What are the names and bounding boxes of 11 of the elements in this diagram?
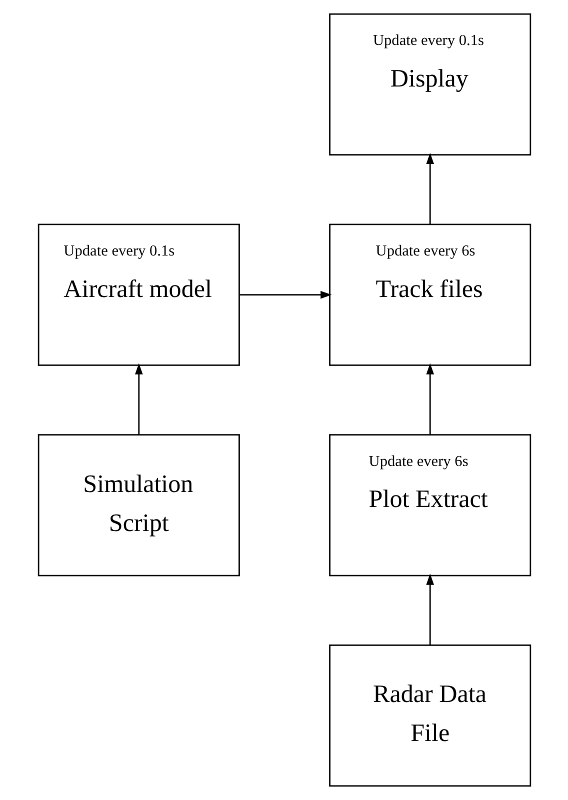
- arrow: [239, 290, 332, 299]
- arrow: [426, 363, 434, 435]
- node-box: Update every 6s Plot Extract: [328, 434, 531, 576]
- arrow: [426, 152, 434, 224]
- arrow: [134, 363, 142, 435]
- node-box: Radar Data File: [328, 644, 531, 787]
- node-box: Update every 0.1s Aircraft model: [37, 224, 240, 366]
- node-box: Simulation Script: [37, 434, 240, 576]
- arrow: [426, 574, 434, 646]
- node-box: Update every 0.1s Display: [328, 13, 531, 156]
- node-box: Update every 6s Track files: [328, 224, 531, 366]
